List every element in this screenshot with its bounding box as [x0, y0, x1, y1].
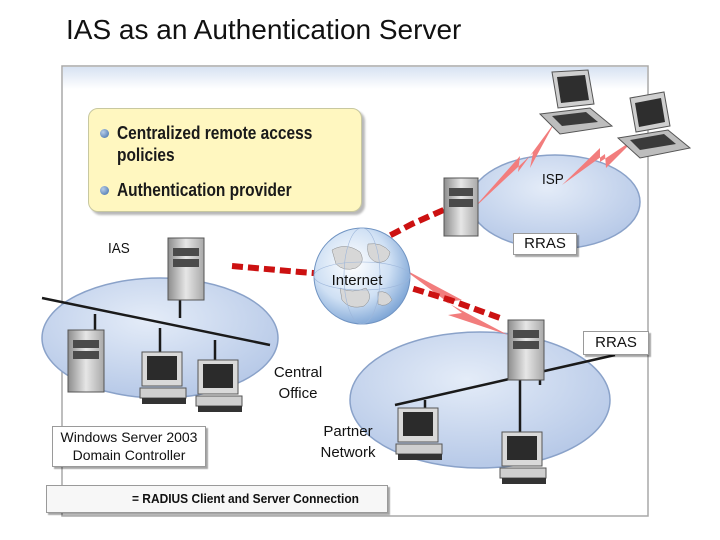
- bullet-icon: [100, 129, 109, 138]
- label-rras-partner: RRAS: [583, 331, 649, 355]
- info-bullet-2: Authentication provider: [117, 180, 292, 200]
- info-box: Centralized remote access policies Authe…: [88, 108, 362, 212]
- isp-rras-server-icon: [443, 177, 479, 237]
- central-desktop-1-icon: [139, 351, 187, 404]
- bullet-icon: [100, 186, 109, 195]
- remote-laptop-1-icon: [538, 69, 614, 135]
- domain-controller-line-2: Domain Controller: [72, 447, 186, 463]
- label-domain-controller: Windows Server 2003 Domain Controller: [52, 426, 206, 467]
- domain-controller-line-1: Windows Server 2003: [60, 429, 198, 445]
- slide-title: IAS as an Authentication Server: [66, 14, 462, 45]
- lightning-laptop1-isp: [472, 122, 555, 210]
- legend: = RADIUS Client and Server Connection: [46, 485, 388, 513]
- info-bullet-1: Centralized remote access policies: [117, 123, 313, 165]
- partner-network-line-2: Network: [320, 444, 376, 461]
- domain-controller-server-icon: [67, 329, 105, 393]
- internet-globe-icon: [313, 227, 411, 325]
- central-office-line-1: Central: [273, 364, 323, 381]
- lightning-internet-partner: [402, 268, 508, 335]
- partner-desktop-2-icon: [499, 431, 547, 484]
- partner-network-ellipse: [349, 331, 611, 469]
- central-desktop-2-icon: [195, 359, 243, 412]
- frame-header-band: [63, 67, 647, 89]
- partner-desktop-1-icon: [395, 407, 443, 460]
- label-central-office: Central Office: [268, 362, 328, 404]
- label-rras-isp: RRAS: [513, 233, 577, 255]
- central-office-line-2: Office: [278, 385, 318, 402]
- partner-rras-server-icon: [507, 319, 545, 381]
- label-partner-network: Partner Network: [312, 421, 384, 463]
- legend-text: = RADIUS Client and Server Connection: [132, 491, 359, 506]
- remote-laptop-2-icon: [616, 91, 692, 159]
- label-ias: IAS: [108, 240, 130, 257]
- partner-network-line-1: Partner: [323, 423, 373, 440]
- ias-server-icon: [167, 237, 205, 301]
- label-internet: Internet: [331, 272, 383, 289]
- label-isp: ISP: [542, 171, 564, 188]
